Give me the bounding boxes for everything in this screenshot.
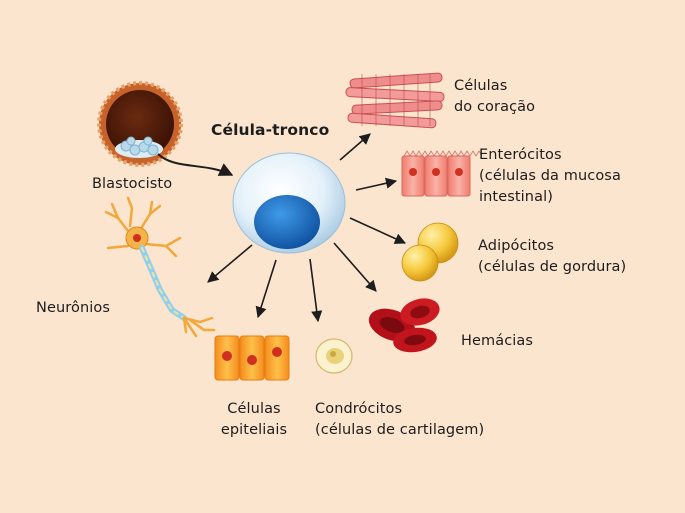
- blastocyst-label: Blastocisto: [92, 176, 173, 192]
- enterocytes-label-line3: intestinal): [479, 189, 553, 205]
- epithelial-label-line2: epiteliais: [220, 422, 288, 438]
- blastocyst-icon: [97, 81, 183, 167]
- rbc-label: Hemácias: [461, 333, 534, 349]
- adipocytes-label: Adipócitos (células de gordura): [478, 236, 626, 278]
- chondrocytes-label-line2: (células de cartilagem): [315, 422, 485, 438]
- heart-cells-label-line2: do coração: [454, 99, 536, 115]
- enterocytes-label-line2: (células da mucosa: [479, 168, 621, 184]
- adipocytes-icon: [401, 222, 459, 282]
- chondrocyte-icon: [315, 338, 353, 374]
- enterocytes-icon: [401, 150, 483, 197]
- epithelial-label-line1: Células: [227, 401, 281, 417]
- epithelial-cells-icon: [214, 335, 290, 381]
- stem-cell-title: Célula-tronco: [211, 121, 330, 139]
- adipocytes-label-line2: (células de gordura): [478, 259, 627, 275]
- heart-cells-icon: [345, 72, 445, 129]
- heart-cells-label: Células do coração: [454, 76, 535, 118]
- enterocytes-label: Enterócitos (células da mucosa intestina…: [479, 145, 621, 208]
- stem-cell-icon: [232, 152, 346, 254]
- arrow-to-neurons: [207, 244, 253, 283]
- arrow-to-rbc: [333, 242, 377, 292]
- arrow-blastocyst-to-stem: [157, 153, 234, 176]
- arrow-to-adipocytes: [349, 217, 407, 244]
- chondrocytes-label: Condrócitos (células de cartilagem): [315, 399, 484, 441]
- heart-cells-label-line1: Células: [454, 78, 508, 94]
- adipocytes-label-line1: Adipócitos: [478, 238, 555, 254]
- arrow-to-heart: [339, 133, 371, 161]
- arrow-to-chondrocytes: [309, 258, 323, 323]
- neurons-label: Neurônios: [36, 300, 111, 316]
- epithelial-label: Células epiteliais: [209, 399, 299, 441]
- arrow-to-enterocytes: [355, 177, 398, 191]
- chondrocytes-label-line1: Condrócitos: [315, 401, 403, 417]
- arrow-to-epithelial: [255, 259, 277, 319]
- enterocytes-label-line1: Enterócitos: [479, 147, 562, 163]
- rbc-icon: [368, 298, 440, 353]
- neuron-icon: [104, 196, 216, 338]
